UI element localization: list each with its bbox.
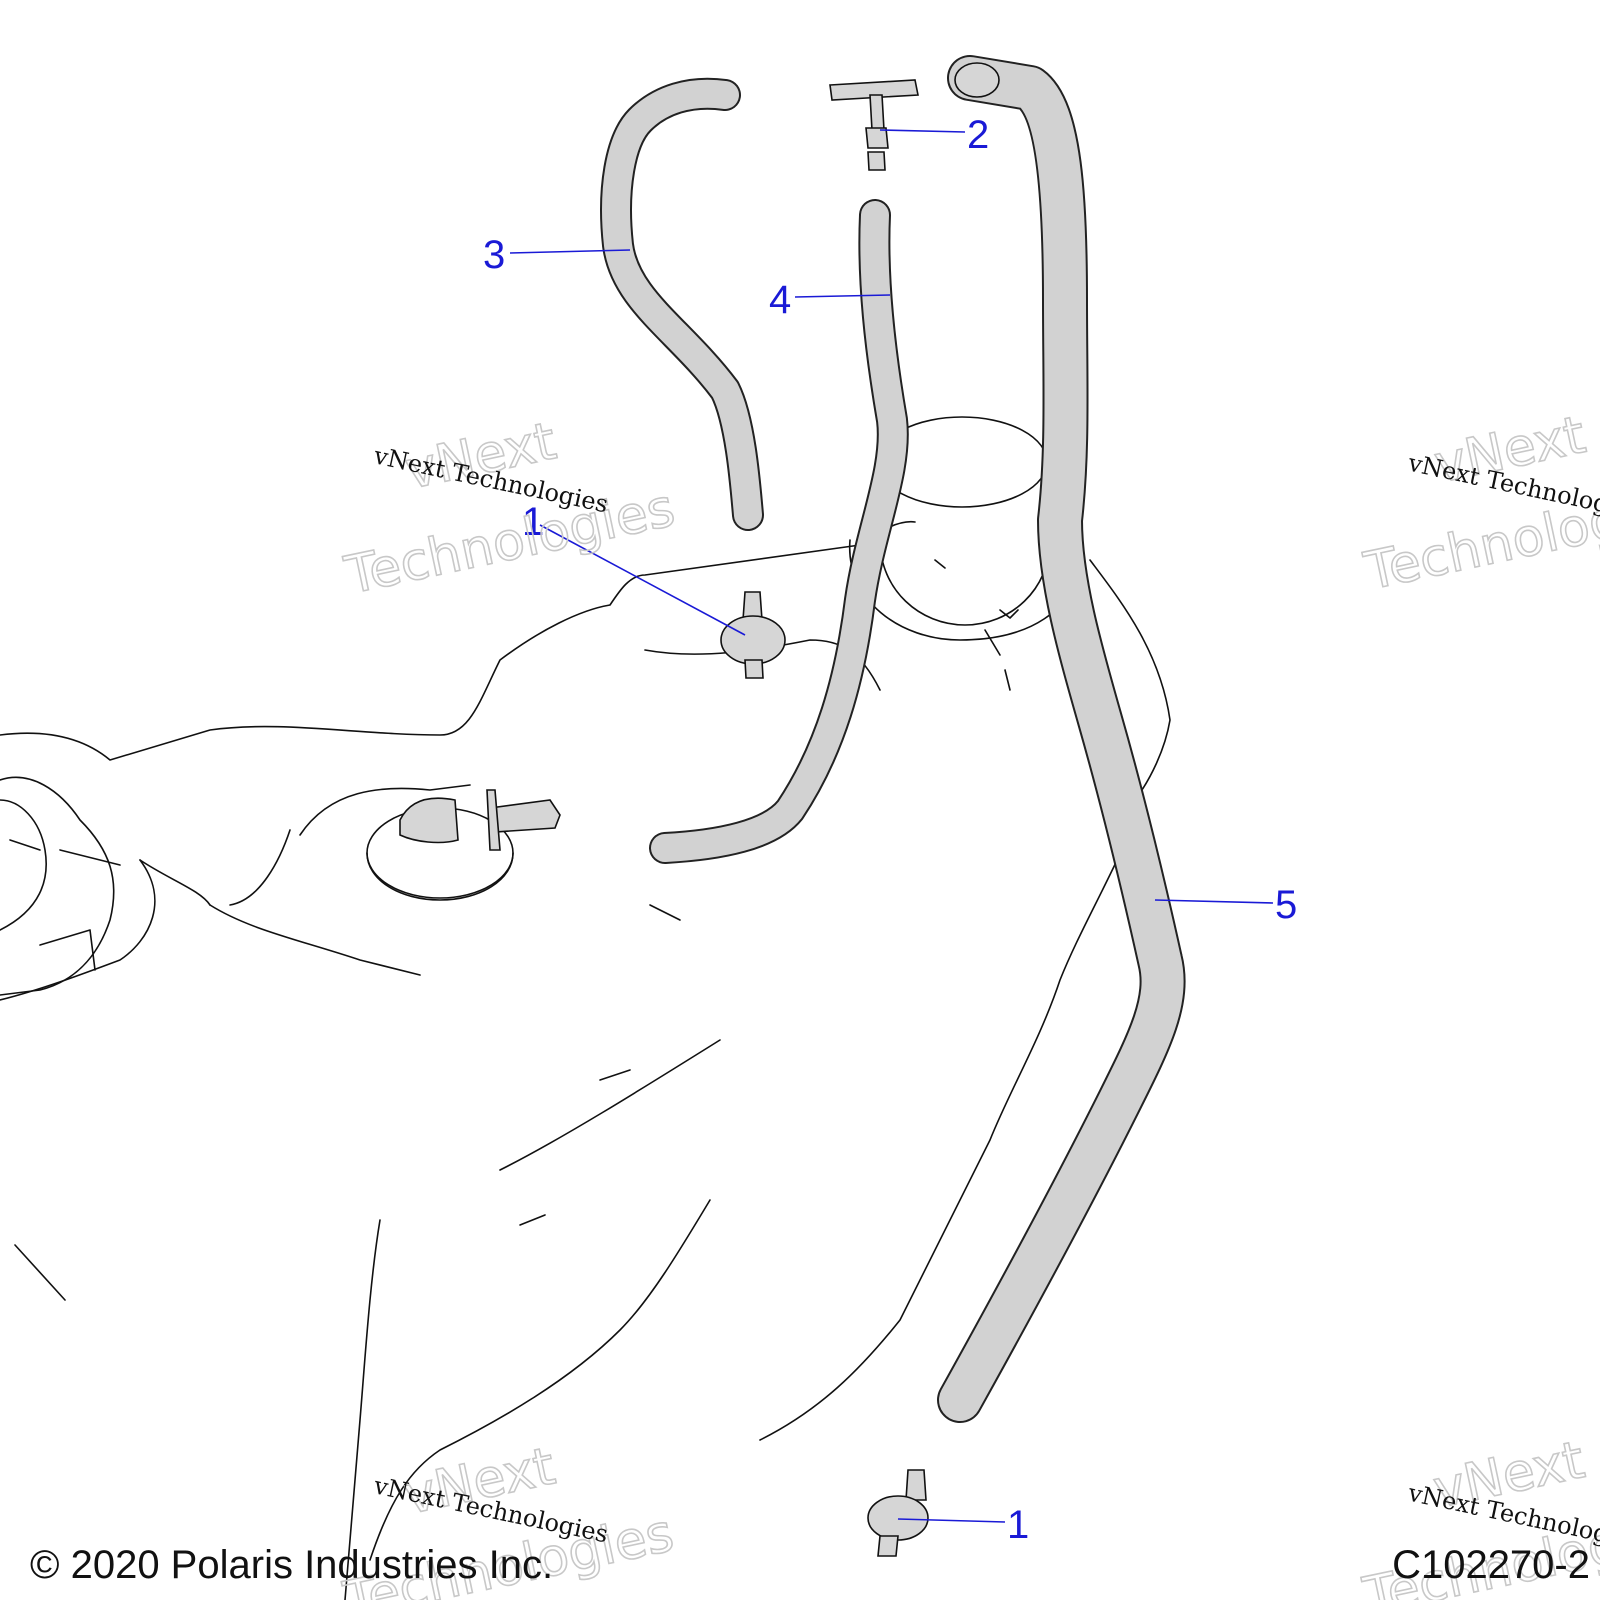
hose-part-4 — [649, 199, 909, 864]
leader-lines — [509, 129, 1274, 1523]
callout-5: 5 — [1275, 883, 1297, 927]
watermark-1: vNext Technologies — [339, 411, 681, 608]
callout-2: 2 — [967, 113, 989, 157]
check-valve-upper — [720, 591, 786, 679]
callout-1-lower: 1 — [1007, 1503, 1029, 1547]
tee-fitting-part-2 — [829, 79, 919, 171]
tank-fitting — [366, 789, 561, 901]
copyright-text: © 2020 Polaris Industries Inc. — [30, 1543, 553, 1587]
hose-part-5 — [937, 55, 1186, 1423]
callout-4: 4 — [769, 278, 791, 322]
callout-3: 3 — [483, 233, 505, 277]
fuel-tank — [0, 520, 1171, 1600]
hose-part-3 — [600, 77, 764, 531]
drawing-id: C102270-2 — [1392, 1543, 1590, 1587]
fuel-pump-module — [0, 776, 121, 996]
callout-1-upper: 1 — [522, 500, 544, 544]
check-valve-lower — [867, 1469, 929, 1557]
